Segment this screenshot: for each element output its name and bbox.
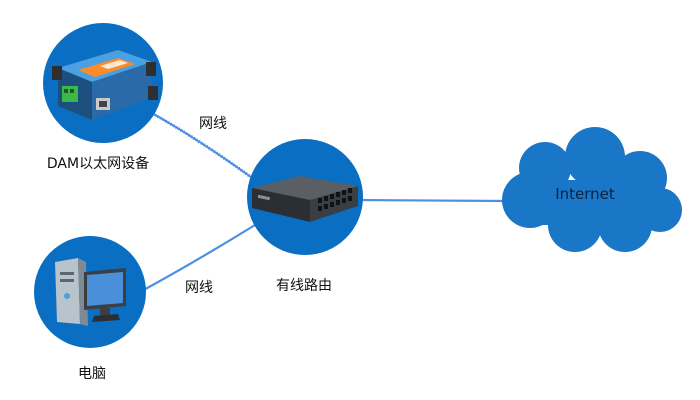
cable-router-internet — [354, 198, 506, 203]
switch-icon — [252, 176, 358, 222]
cable-label-top: 网线 — [199, 116, 227, 132]
internet-cloud — [502, 127, 682, 252]
pc-label: 电脑 — [78, 366, 106, 382]
cable-label-bottom: 网线 — [185, 280, 213, 296]
computer-icon — [55, 258, 126, 326]
router-node — [247, 139, 363, 255]
dam-device-label: DAM以太网设备 — [46, 156, 150, 172]
pc-node — [34, 236, 146, 348]
cable-dam-router — [149, 110, 256, 182]
router-label: 有线路由 — [276, 278, 332, 294]
dam-device-icon — [52, 50, 158, 120]
cable-pc-router — [139, 224, 256, 293]
internet-label: Internet — [555, 185, 615, 203]
dam-device-node — [43, 23, 163, 143]
